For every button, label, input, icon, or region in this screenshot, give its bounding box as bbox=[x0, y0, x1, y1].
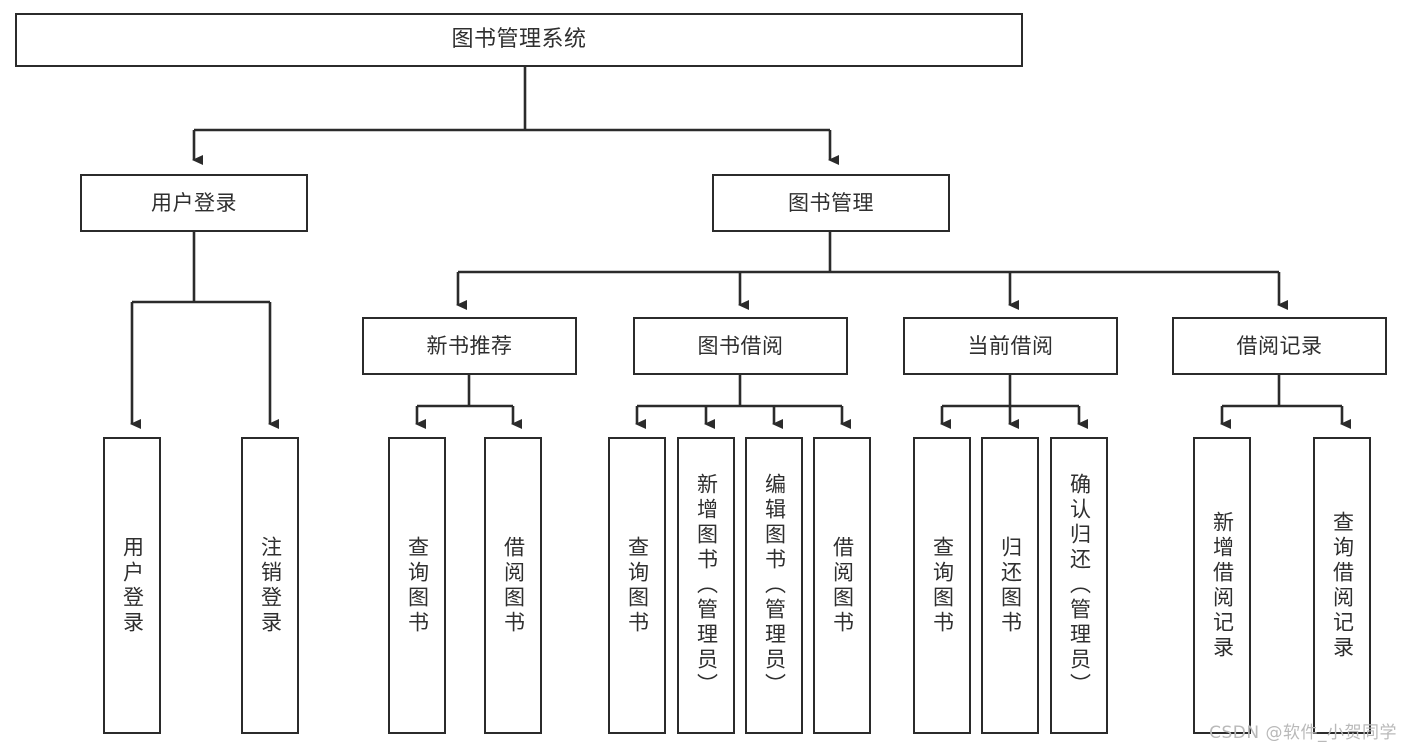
leaf-borrow-book[interactable]: 借阅图书 bbox=[813, 437, 871, 734]
leaf-add-borrow-record[interactable]: 新增借阅记录 bbox=[1193, 437, 1251, 734]
node-label: 查询图书 bbox=[405, 535, 430, 636]
leaf-query-book-borrow[interactable]: 查询图书 bbox=[608, 437, 666, 734]
node-label: 新书推荐 bbox=[426, 333, 513, 358]
leaf-query-book-new[interactable]: 查询图书 bbox=[388, 437, 446, 734]
node-label: 图书管理 bbox=[788, 190, 874, 215]
node-label: 用户登录 bbox=[120, 535, 145, 636]
leaf-add-book-admin[interactable]: 新增图书（管理员） bbox=[677, 437, 735, 734]
node-label: 借阅图书 bbox=[501, 535, 526, 636]
leaf-user-login[interactable]: 用户登录 bbox=[103, 437, 161, 734]
node-label: 当前借阅 bbox=[967, 333, 1054, 358]
leaf-edit-book-admin[interactable]: 编辑图书（管理员） bbox=[745, 437, 803, 734]
leaf-logout[interactable]: 注销登录 bbox=[241, 437, 299, 734]
node-book-borrow[interactable]: 图书借阅 bbox=[633, 317, 848, 375]
node-label: 查询借阅记录 bbox=[1330, 510, 1355, 661]
node-label: 查询图书 bbox=[625, 535, 650, 636]
csdn-watermark: CSDN @软件_小贺同学 bbox=[1209, 723, 1397, 743]
node-user-login[interactable]: 用户登录 bbox=[80, 174, 308, 232]
node-label: 编辑图书（管理员） bbox=[762, 473, 787, 698]
node-label: 归还图书 bbox=[998, 535, 1023, 636]
node-label: 注销登录 bbox=[258, 535, 283, 636]
node-label: 图书借阅 bbox=[697, 333, 784, 358]
node-root-system[interactable]: 图书管理系统 bbox=[15, 13, 1023, 67]
leaf-query-book-current[interactable]: 查询图书 bbox=[913, 437, 971, 734]
leaf-confirm-return-admin[interactable]: 确认归还（管理员） bbox=[1050, 437, 1108, 734]
node-borrow-records[interactable]: 借阅记录 bbox=[1172, 317, 1387, 375]
leaf-borrow-book-new[interactable]: 借阅图书 bbox=[484, 437, 542, 734]
leaf-return-book[interactable]: 归还图书 bbox=[981, 437, 1039, 734]
node-label: 新增图书（管理员） bbox=[694, 473, 719, 698]
node-label: 用户登录 bbox=[151, 190, 237, 215]
node-label: 新增借阅记录 bbox=[1210, 510, 1235, 661]
node-label: 借阅记录 bbox=[1236, 333, 1323, 358]
node-label: 图书管理系统 bbox=[451, 27, 587, 53]
node-label: 借阅图书 bbox=[830, 535, 855, 636]
leaf-query-borrow-record[interactable]: 查询借阅记录 bbox=[1313, 437, 1371, 734]
node-label: 查询图书 bbox=[930, 535, 955, 636]
node-label: 确认归还（管理员） bbox=[1067, 473, 1092, 698]
node-current-borrow[interactable]: 当前借阅 bbox=[903, 317, 1118, 375]
node-new-book-recommend[interactable]: 新书推荐 bbox=[362, 317, 577, 375]
node-book-management[interactable]: 图书管理 bbox=[712, 174, 950, 232]
